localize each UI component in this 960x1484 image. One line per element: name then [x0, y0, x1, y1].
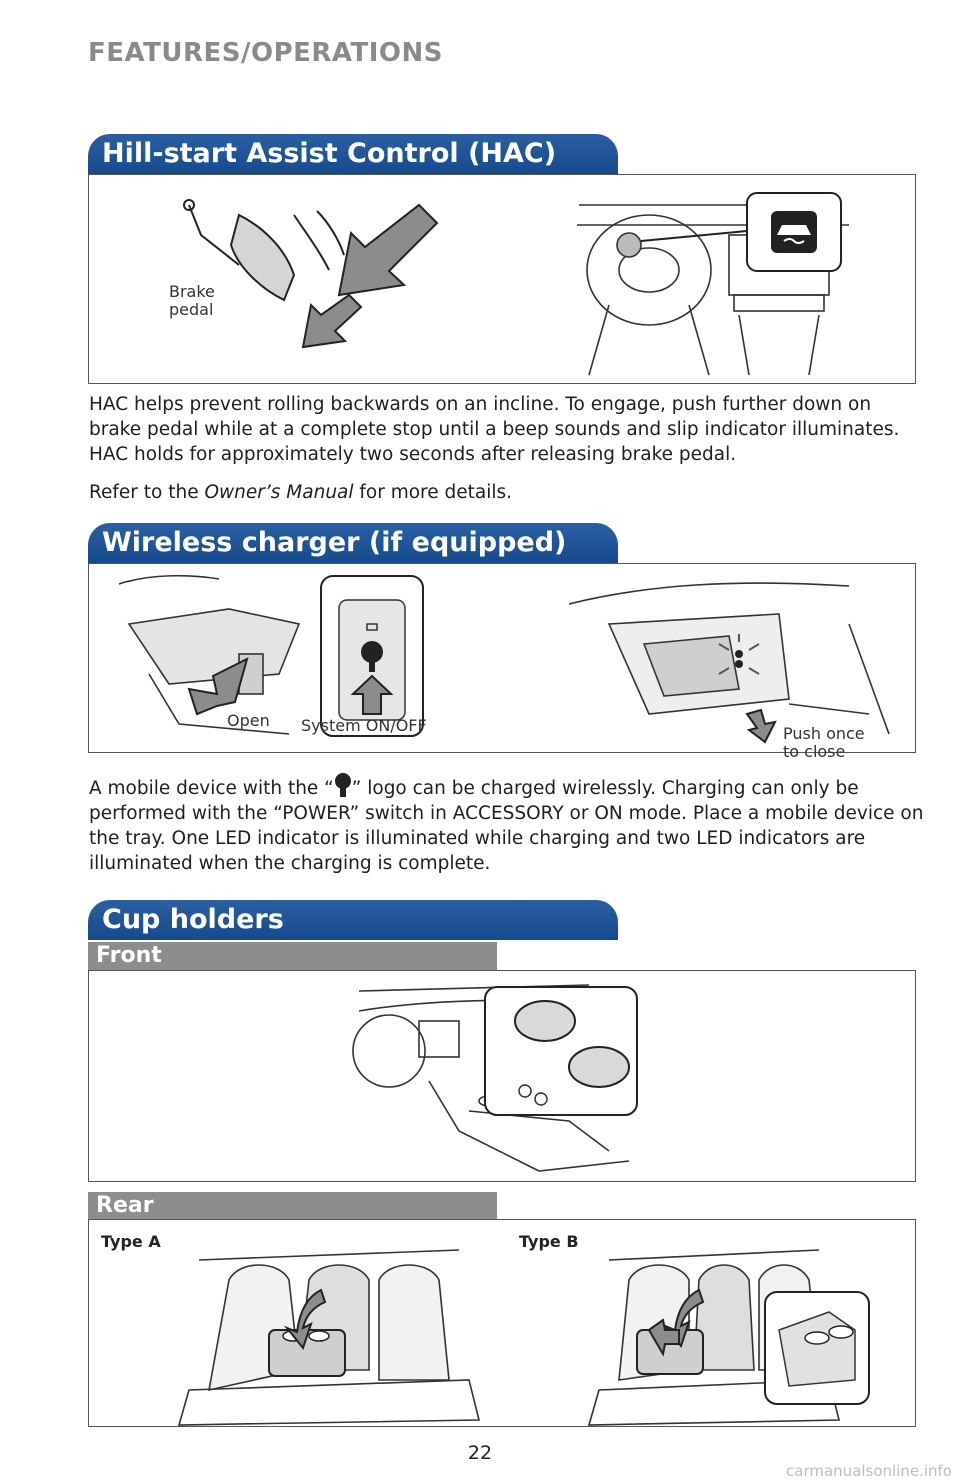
press-arrow-small	[301, 293, 363, 349]
console-left-drawing	[118, 574, 301, 735]
hac-illustration	[183, 192, 849, 376]
qi-inline-icon	[334, 773, 351, 797]
open-arrow	[187, 657, 249, 716]
type-a-fold-arrow	[283, 1288, 327, 1351]
system-onoff-arrow	[350, 674, 394, 715]
watermark: carmanualsonline.info	[786, 1462, 952, 1480]
wireless-section-title: Wireless charger (if equipped)	[88, 523, 618, 563]
cup-section-title: Cup holders	[88, 900, 618, 940]
cupholder-1	[514, 1000, 576, 1042]
brake-pedal-drawing	[183, 199, 345, 302]
led-indicator-icon	[718, 634, 760, 675]
owners-manual-ref: Owner’s Manual	[204, 482, 354, 503]
hac-refer-text: Refer to the Owner’s Manual for more det…	[89, 482, 513, 503]
front-illustration-box	[88, 970, 916, 1182]
rear-illustration-box: Type A Type B	[88, 1219, 916, 1427]
press-arrow-large	[337, 203, 439, 297]
open-label: Open	[227, 711, 270, 730]
front-subheading: Front	[88, 942, 497, 970]
type-b-lift-arrow	[647, 1318, 680, 1357]
console-right-drawing	[568, 582, 890, 735]
cupholder-2	[568, 1046, 630, 1088]
type-a-label: Type A	[101, 1232, 161, 1251]
wireless-illustration-box: Open System ON/OFF Push once to close	[88, 563, 916, 761]
push-close-label: Push once to close	[783, 724, 865, 761]
wireless-illustration	[118, 574, 890, 744]
hac-section-title: Hill-start Assist Control (HAC)	[88, 134, 618, 174]
section-header: FEATURES/OPERATIONS	[88, 38, 444, 68]
hac-illustration-box: Brake pedal	[88, 174, 916, 384]
brake-pedal-label: Brake pedal	[169, 282, 215, 319]
page-number: 22	[467, 1442, 493, 1464]
rear-subheading: Rear	[88, 1192, 497, 1220]
rear-cupholder-illustration	[177, 1249, 870, 1426]
front-cupholder-illustration	[352, 984, 638, 1172]
push-close-arrow	[745, 708, 777, 744]
type-b-label: Type B	[519, 1232, 579, 1251]
wireless-description: A mobile device with the “” logo can be …	[89, 772, 929, 876]
system-onoff-label: System ON/OFF	[301, 716, 427, 735]
qi-logo-icon	[361, 641, 383, 672]
hac-description: HAC helps prevent rolling backwards on a…	[89, 394, 900, 465]
